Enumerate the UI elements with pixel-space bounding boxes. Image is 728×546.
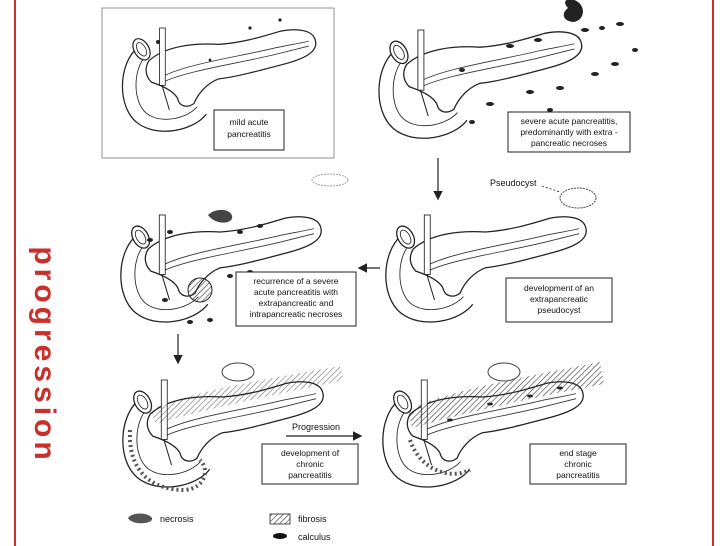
panel-1-caption-line-1: mild acute: [230, 117, 269, 127]
panel-6-caption-line-2: chronic: [564, 459, 592, 469]
legend-necrosis: necrosis: [160, 514, 194, 524]
calculus-swatch: [273, 533, 287, 539]
progression-label: Progression: [292, 422, 340, 432]
necrosis-swatch: [128, 513, 153, 524]
panel-3-caption-line-4: intrapancreatic necroses: [250, 309, 343, 319]
panel-4-caption-line-2: extrapancreatic: [530, 294, 589, 304]
panel-4-caption-line-1: development of an: [524, 283, 594, 293]
panel-end-stage: end stage chronic pancreatitis: [382, 362, 627, 488]
slide-title: progression: [28, 246, 61, 464]
necrosis-blob: [563, 0, 583, 22]
panel-3-caption-line-2: acute pancreatitis with: [254, 287, 338, 297]
panel-3-caption-line-1: recurrence of a severe: [253, 276, 338, 286]
right-frame-line: [712, 0, 714, 546]
legend-calculus: calculus: [298, 532, 331, 542]
pseudocyst-label: Pseudocyst: [490, 178, 537, 188]
panel-6-caption-line-1: end stage: [559, 448, 597, 458]
panel-5-caption-line-1: development of: [281, 448, 340, 458]
panel-2-caption-line-3: pancreatic necroses: [531, 138, 607, 148]
panel-5-caption-line-3: pancreatitis: [288, 470, 331, 480]
panel-pseudocyst: development of an extrapancreatic pseudo…: [385, 214, 613, 323]
fibrosis-swatch: [269, 513, 291, 525]
panel-mild-acute: mild acute pancreatitis: [101, 7, 335, 159]
panel-2-caption-line-2: predominantly with extra -: [520, 127, 617, 137]
panel-severe-acute: severe acute pancreatitis, predominantly…: [378, 0, 638, 153]
panel-5-caption-line-2: chronic: [296, 459, 324, 469]
panel-4-caption-line-3: pseudocyst: [538, 305, 582, 315]
panel-6-caption-line-3: pancreatitis: [556, 470, 599, 480]
pancreatitis-diagram: mild acute pancreatitis severe acute pan…: [101, 0, 638, 542]
panel-recurrence: recurrence of a severe acute pancreatiti…: [120, 209, 357, 327]
panel-2-caption-line-1: severe acute pancreatitis,: [521, 116, 618, 126]
panel-1-caption-line-2: pancreatitis: [227, 129, 270, 139]
legend: necrosis fibrosis calculus: [128, 513, 331, 542]
panel-chronic: development of chronic pancreatitis: [122, 362, 359, 493]
panel-3-caption-line-3: extrapancreatic and: [259, 298, 334, 308]
left-frame-line: [14, 0, 16, 546]
legend-fibrosis: fibrosis: [298, 514, 327, 524]
